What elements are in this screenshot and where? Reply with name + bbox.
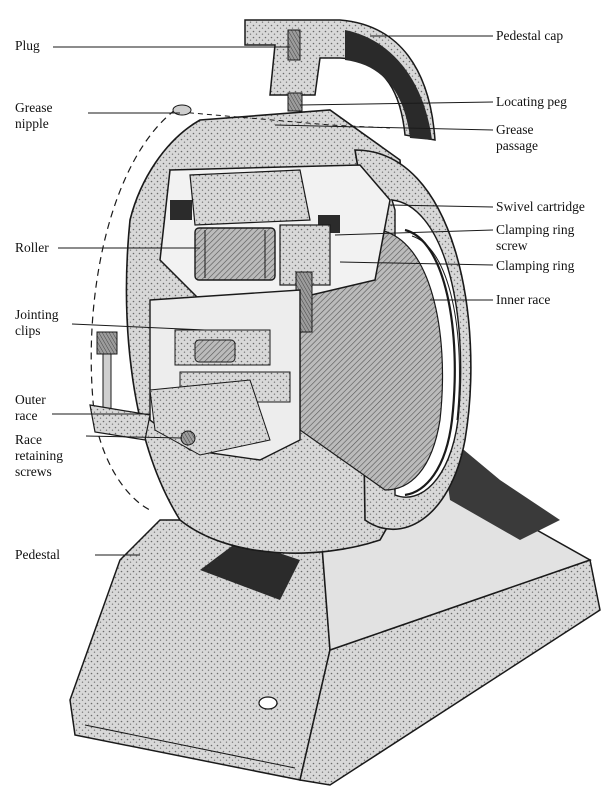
label-roller: Roller xyxy=(15,240,49,255)
hidden-outline-dashes xyxy=(90,109,176,511)
label-clamping-ring: Clamping ring xyxy=(496,258,575,273)
label-grease-passage: Grease passage xyxy=(496,122,538,153)
roller-shape xyxy=(194,224,331,286)
label-swivel-cartridge: Swivel cartridge xyxy=(496,199,585,214)
label-race-retaining-screws: Race retaining screws xyxy=(15,432,63,479)
leader-lines xyxy=(52,35,494,556)
label-jointing-clips: Jointing clips xyxy=(15,307,59,338)
label-locating-peg: Locating peg xyxy=(496,94,567,109)
label-grease-nipple: Grease nipple xyxy=(15,100,53,131)
label-pedestal: Pedestal xyxy=(15,547,60,562)
jointing-clips-shape xyxy=(149,289,301,461)
label-inner-race: Inner race xyxy=(496,292,551,307)
label-outer-race: Outer race xyxy=(15,392,46,423)
label-pedestal-cap: Pedestal cap xyxy=(496,28,564,43)
label-clamping-ring-screw: Clamping ring screw xyxy=(496,222,575,253)
label-plug: Plug xyxy=(15,38,40,53)
